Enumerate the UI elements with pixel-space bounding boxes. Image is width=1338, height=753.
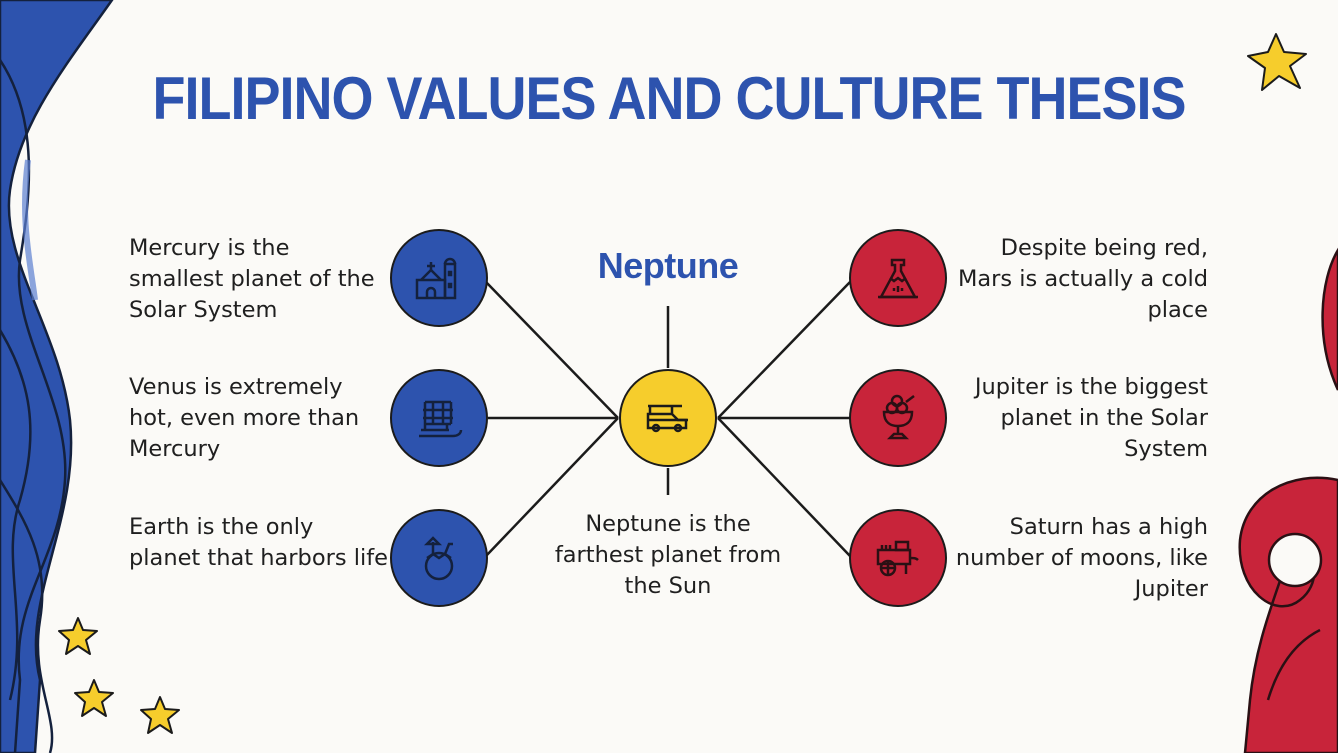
- red-ribbon-right: [1238, 247, 1338, 753]
- coconut-drink-icon: [423, 536, 454, 581]
- blue-ribbon-left: [0, 0, 114, 753]
- node-right-2: [849, 369, 947, 467]
- node-left-2: [390, 369, 488, 467]
- ice-cream-sundae-icon: [882, 394, 915, 440]
- node-left-1: [390, 229, 488, 327]
- left-item-text-1: Mercury is the smallest planet of the So…: [129, 235, 375, 323]
- food-cart-icon: [876, 540, 919, 577]
- slide-title: FILIPINO VALUES AND CULTURE THESIS: [152, 65, 1186, 133]
- star-top-right: [1247, 33, 1307, 91]
- center-description: Neptune is the farthest planet from the …: [554, 511, 782, 599]
- connector-lines: [485, 281, 851, 557]
- center-label: Neptune: [597, 245, 739, 286]
- right-item-text-2: Jupiter is the biggest planet in the Sol…: [974, 374, 1208, 462]
- node-right-3: [849, 509, 947, 607]
- volcano-icon: [878, 258, 918, 299]
- node-right-1: [849, 229, 947, 327]
- boat-icon: [419, 400, 463, 438]
- left-item-text-2: Venus is extremely hot, even more than M…: [129, 374, 360, 462]
- node-center: [619, 369, 717, 467]
- node-left-3: [390, 509, 488, 607]
- left-item-text-3: Earth is the only planet that harbors li…: [129, 514, 388, 571]
- church-icon: [415, 257, 457, 300]
- right-item-text-3: Saturn has a high number of moons, like …: [955, 514, 1208, 602]
- right-item-text-1: Despite being red, Mars is actually a co…: [957, 235, 1208, 323]
- jeepney-icon: [646, 404, 688, 433]
